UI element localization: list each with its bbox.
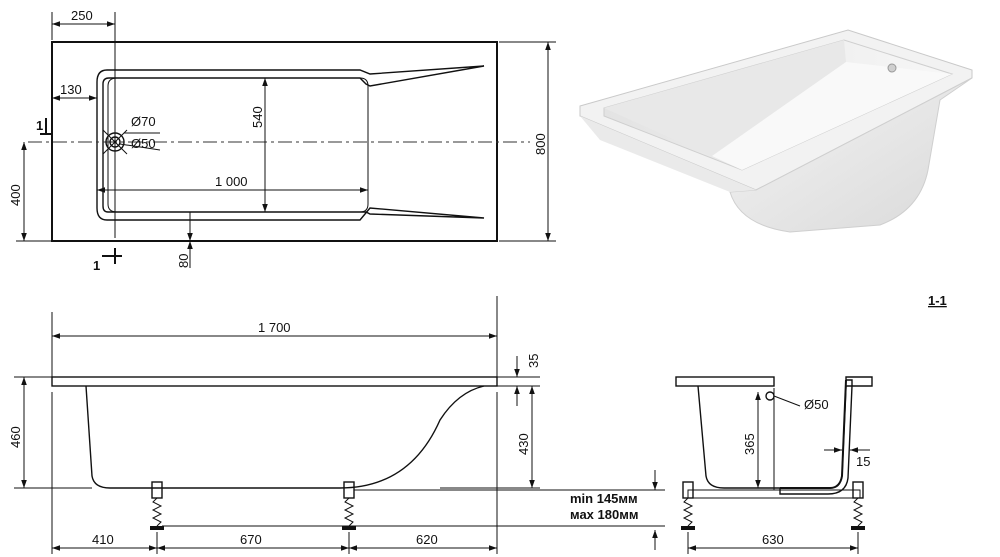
section-tub-body: [697, 385, 853, 495]
dim-800: 800: [533, 133, 548, 155]
dim-365: 365: [742, 433, 757, 455]
legs-max-label: мах 180мм: [570, 507, 638, 522]
dim-460: 460: [8, 426, 23, 448]
dim-630: 630: [762, 532, 784, 547]
section-leg-left: [681, 481, 695, 530]
dim-35: 35: [526, 354, 541, 368]
dia-70-label: Ø70: [131, 114, 156, 129]
dim-540: 540: [250, 106, 265, 128]
dia-50-label: Ø50: [131, 136, 156, 151]
dim-430: 430: [516, 433, 531, 455]
dim-400: 400: [8, 184, 23, 206]
section-mark-top: 1: [36, 118, 43, 133]
side-rim: [51, 376, 498, 387]
dim-130: 130: [60, 82, 82, 97]
side-tub-body: [85, 385, 485, 489]
dim-670: 670: [240, 532, 262, 547]
section-dia-50: Ø50: [804, 397, 829, 412]
dim-410: 410: [92, 532, 114, 547]
dim-1700: 1 700: [258, 320, 291, 335]
section-view: 1-1 Ø50 365 15: [675, 293, 947, 554]
section-leg-right: [851, 481, 865, 530]
side-leg-right: [342, 481, 356, 530]
section-mark-bottom: 1: [93, 258, 100, 273]
legs-min-label: min 145мм: [570, 491, 638, 506]
dim-1000: 1 000: [215, 174, 248, 189]
bathtub-render: [579, 29, 973, 233]
plan-view: Ø70 Ø50 250 130 540 1 000 800 400 80: [8, 8, 556, 273]
dim-80: 80: [176, 254, 191, 268]
dim-15: 15: [856, 454, 870, 469]
side-view: 1 700 460 35 430: [8, 296, 665, 554]
plan-basin-bottom: [107, 77, 369, 213]
side-leg-left: [150, 481, 164, 530]
dim-620: 620: [416, 532, 438, 547]
section-title: 1-1: [928, 293, 947, 308]
dim-250: 250: [71, 8, 93, 23]
plan-basin-inner: [96, 65, 485, 221]
